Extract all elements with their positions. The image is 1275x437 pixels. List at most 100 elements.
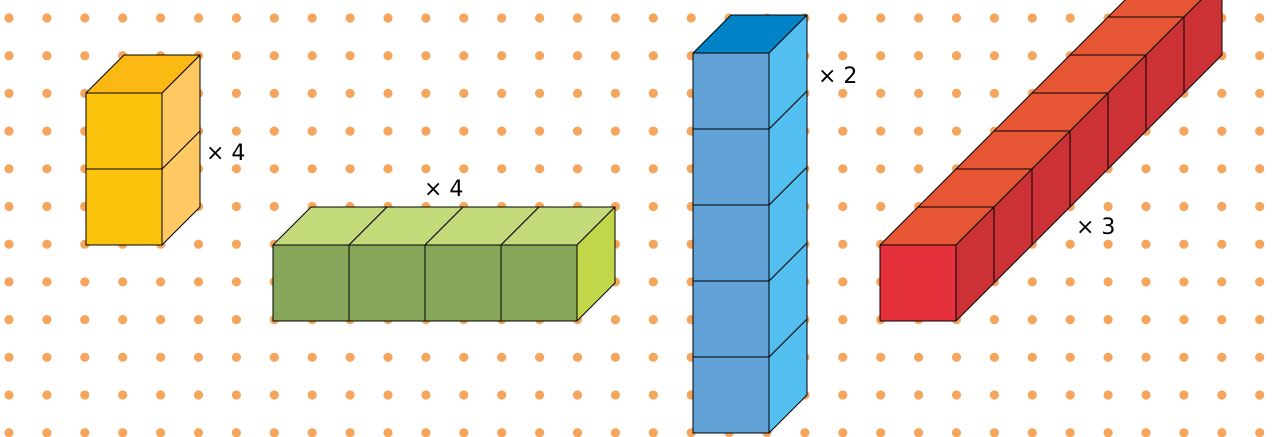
grid-dot: [648, 390, 658, 400]
grid-dot: [421, 428, 431, 437]
grid-dot: [914, 428, 924, 437]
cube-front-face: [85, 92, 163, 170]
grid-dot: [914, 164, 924, 174]
grid-dot: [1141, 164, 1151, 174]
grid-dot: [459, 352, 469, 362]
grid-dot: [989, 51, 1000, 61]
grid-dot: [42, 201, 52, 212]
grid-dot: [838, 277, 848, 287]
grid-dot: [156, 428, 166, 437]
yellow-multiplier-label: × 4: [206, 141, 245, 166]
grid-dot: [838, 390, 848, 400]
grid-dot: [1027, 51, 1037, 61]
grid-dot: [610, 390, 621, 400]
grid-dot: [535, 164, 545, 174]
grid-dot: [459, 164, 469, 174]
grid-dot: [989, 352, 1000, 362]
grid-dot: [4, 126, 14, 136]
grid-dot: [648, 13, 658, 23]
grid-dot: [572, 126, 583, 136]
grid-dot: [421, 352, 431, 362]
grid-dot: [951, 13, 962, 23]
grid-dot: [42, 428, 52, 437]
grid-dot: [231, 126, 241, 136]
cube-side-face: [1183, 0, 1223, 94]
grid-dot: [383, 126, 393, 136]
grid-dot: [118, 277, 128, 287]
grid-dot: [1065, 13, 1075, 23]
red-multiplier-label: × 3: [1076, 215, 1115, 240]
grid-dot: [1217, 277, 1227, 287]
grid-dot: [1255, 51, 1265, 61]
grid-dot: [383, 13, 393, 23]
grid-dot: [610, 13, 621, 23]
grid-dot: [80, 428, 90, 437]
grid-dot: [193, 390, 204, 400]
grid-dot: [345, 352, 355, 362]
grid-dot: [345, 428, 355, 437]
grid-dot: [156, 315, 166, 325]
grid-dot: [118, 390, 128, 400]
grid-dot: [989, 390, 1000, 400]
grid-dot: [269, 164, 279, 174]
grid-dot: [421, 88, 431, 98]
grid-dot: [610, 88, 621, 98]
grid-dot: [648, 352, 658, 362]
grid-dot: [80, 13, 90, 23]
grid-dot: [193, 428, 204, 437]
grid-dot: [383, 164, 393, 174]
grid-dot: [1065, 315, 1075, 325]
grid-dot: [231, 428, 241, 437]
grid-dot: [838, 51, 848, 61]
grid-dot: [231, 13, 241, 23]
grid-dot: [269, 390, 279, 400]
grid-dot: [989, 315, 1000, 325]
green-multiplier-label: × 4: [424, 177, 463, 202]
grid-dot: [193, 315, 204, 325]
grid-dot: [535, 88, 545, 98]
grid-dot: [876, 428, 886, 437]
grid-dot: [118, 315, 128, 325]
grid-dot: [1141, 201, 1151, 212]
grid-dot: [876, 352, 886, 362]
grid-dot: [1179, 239, 1189, 249]
grid-dot: [4, 315, 14, 325]
grid-dot: [876, 201, 886, 212]
grid-dot: [1027, 13, 1037, 23]
grid-dot: [951, 390, 962, 400]
grid-dot: [307, 51, 317, 61]
grid-dot: [572, 428, 583, 437]
grid-dot: [1217, 88, 1227, 98]
grid-dot: [1255, 126, 1265, 136]
grid-dot: [345, 88, 355, 98]
grid-dot: [421, 51, 431, 61]
grid-dot: [1103, 201, 1113, 212]
grid-dot: [421, 390, 431, 400]
grid-dot: [307, 428, 317, 437]
grid-dot: [42, 13, 52, 23]
grid-dot: [1179, 390, 1189, 400]
grid-dot: [231, 164, 241, 174]
grid-dot: [648, 51, 658, 61]
grid-dot: [1141, 239, 1151, 249]
grid-dot: [42, 277, 52, 287]
grid-dot: [648, 428, 658, 437]
grid-dot: [4, 164, 14, 174]
grid-dot: [1103, 428, 1113, 437]
grid-dot: [876, 51, 886, 61]
grid-dot: [838, 315, 848, 325]
grid-dot: [876, 390, 886, 400]
grid-dot: [193, 352, 204, 362]
grid-dot: [1027, 277, 1037, 287]
grid-dot: [421, 13, 431, 23]
grid-dot: [951, 352, 962, 362]
grid-dot: [4, 13, 14, 23]
grid-dot: [1255, 315, 1265, 325]
grid-dot: [838, 13, 848, 23]
grid-dot: [1255, 277, 1265, 287]
grid-dot: [535, 352, 545, 362]
grid-dot: [1103, 315, 1113, 325]
grid-dot: [42, 239, 52, 249]
grid-dot: [1179, 164, 1189, 174]
grid-dot: [876, 126, 886, 136]
